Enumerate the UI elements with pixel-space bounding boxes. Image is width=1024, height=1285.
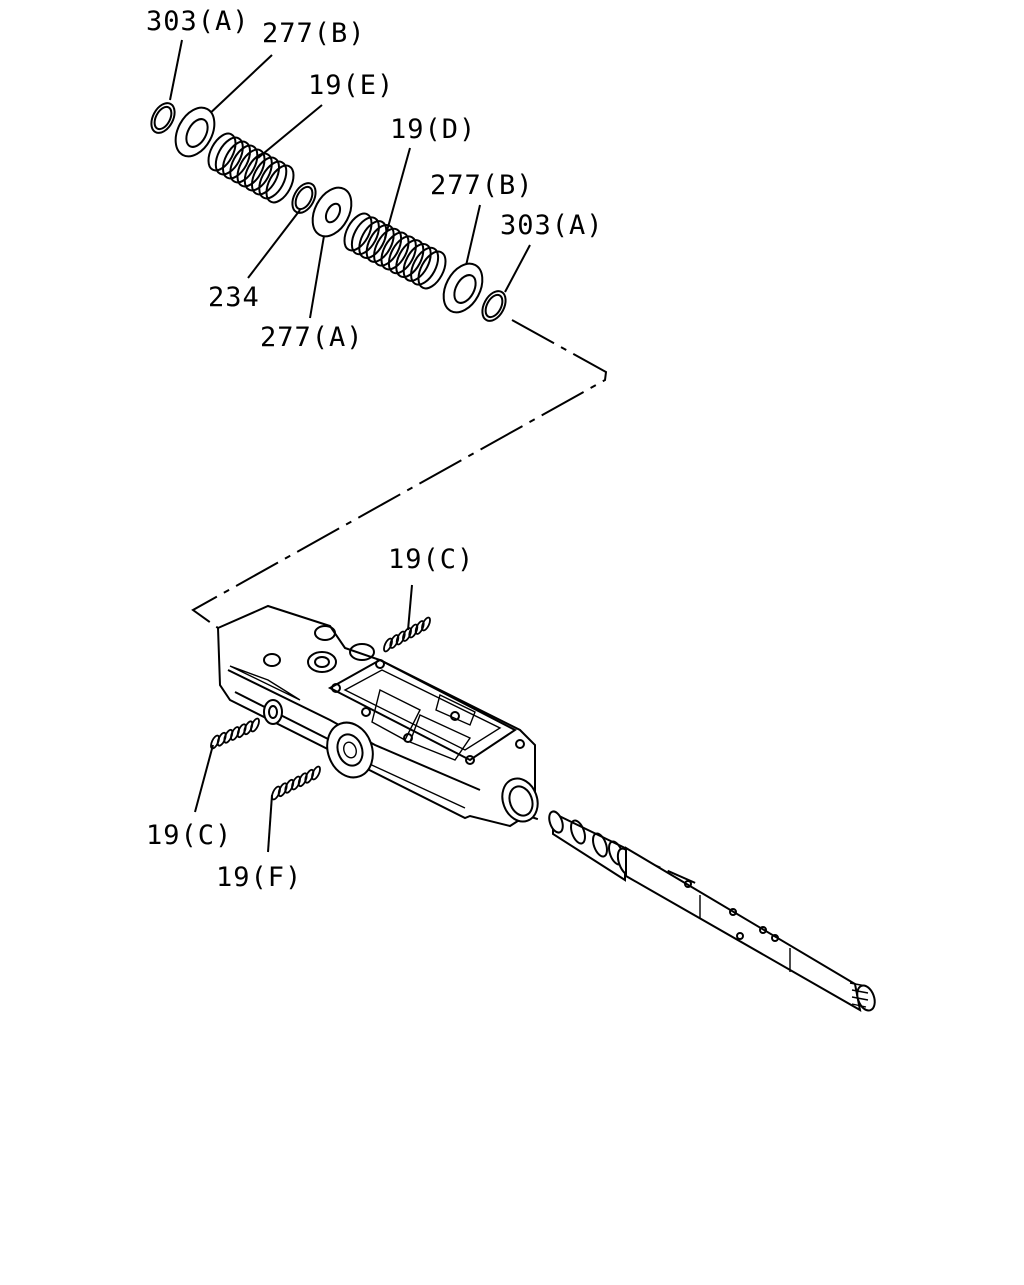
- retainer-top: [174, 106, 216, 158]
- spring-coil: [229, 144, 259, 184]
- label-277a: 277(A): [260, 322, 364, 353]
- spring-coil: [265, 164, 295, 204]
- snap-ring-right: [481, 290, 507, 322]
- leader-lines: [169, 39, 531, 853]
- spring-coil: [243, 152, 273, 192]
- spring-coil: [214, 136, 244, 176]
- label-19c-left: 19(C): [146, 820, 233, 851]
- spring-coil: [311, 765, 321, 781]
- spring-coil: [387, 235, 417, 275]
- valve-body-housing: [216, 604, 539, 828]
- spring-coil: [343, 212, 373, 252]
- retainer-right: [442, 262, 484, 314]
- spring-e: [207, 132, 295, 204]
- spring-coil: [421, 616, 431, 632]
- spring-coil: [221, 140, 252, 180]
- label-277b-right: 277(B): [430, 170, 534, 201]
- spring-coil: [207, 132, 237, 172]
- spring-coil: [365, 224, 395, 263]
- label-303a-right: 303(A): [500, 210, 604, 241]
- spring-f: [271, 765, 321, 801]
- spring-c-top: [383, 616, 431, 653]
- label-19e: 19(E): [308, 70, 395, 101]
- label-19d: 19(D): [390, 114, 477, 145]
- snap-ring-top: [150, 102, 176, 134]
- spring-coil: [350, 216, 380, 256]
- spring-coil: [417, 250, 447, 290]
- spring-coil: [402, 243, 432, 282]
- label-277b-top: 277(B): [262, 18, 366, 49]
- label-19f: 19(F): [216, 862, 303, 893]
- spring-coil: [358, 220, 388, 259]
- spring-coil: [373, 227, 403, 267]
- spring-coil: [250, 156, 281, 196]
- spool-shaft: [548, 810, 876, 1012]
- spring-coil: [236, 148, 266, 188]
- spring-coil: [250, 717, 260, 733]
- label-303a-top: 303(A): [146, 6, 250, 37]
- spring-d: [343, 212, 447, 290]
- retainer-a: [311, 186, 353, 238]
- spring-coil: [410, 246, 440, 286]
- spring-coil: [395, 239, 425, 278]
- spring-coil: [380, 231, 410, 271]
- ring-234: [291, 182, 317, 214]
- spring-coil: [258, 160, 288, 200]
- spring-c-left: [210, 717, 260, 750]
- label-234: 234: [208, 282, 260, 313]
- label-19c-top: 19(C): [388, 544, 475, 575]
